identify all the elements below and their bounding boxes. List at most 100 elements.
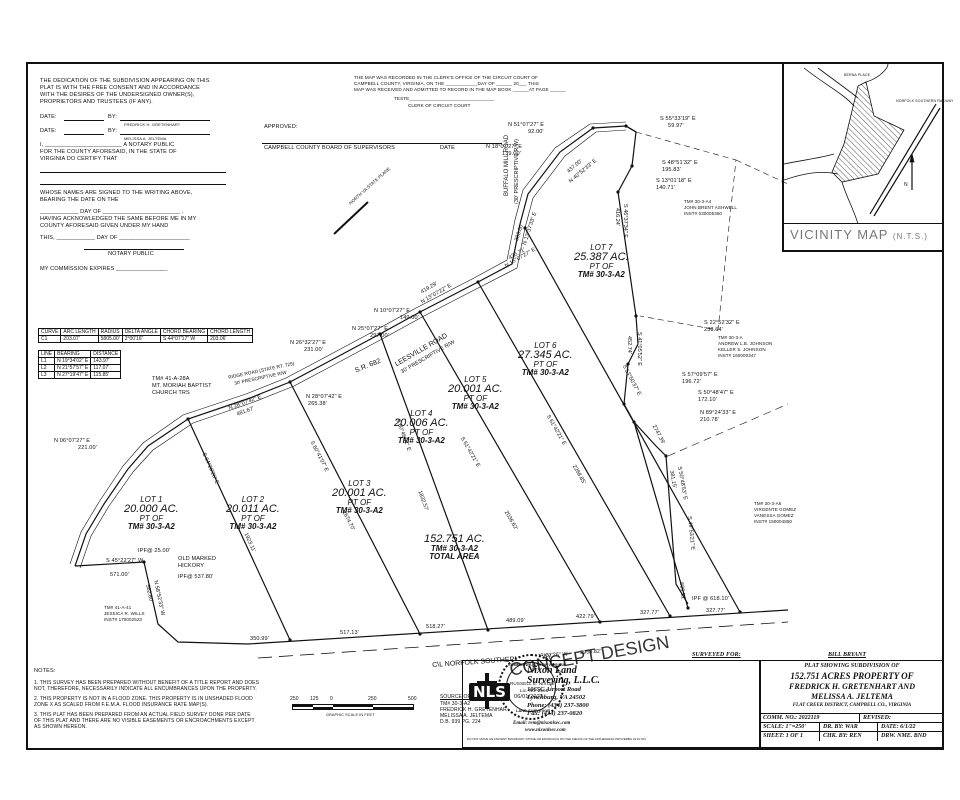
scale-tick: 0 [330,696,333,702]
vicinity-map-title: VICINITY MAP (N.T.S.) [784,223,944,246]
line-table: LINE BEARING DISTANCE L1 N 19°34'02" E 1… [37,350,122,379]
distance-label: 452.74' [626,336,632,354]
lot-1-label: LOT 1 20.000 AC. PT OF TM# 30-3-A2 [124,496,179,531]
total-tm: TM# 30-3-A2 [430,544,478,553]
note-line: OF THIS PLAT AND THERE ARE NO VISIBLE EA… [34,718,255,724]
title-grid-row: SHEET: 1 OF 1 CHK. BY: REN DRW. NME. BND [761,731,943,741]
cell: 203.07' [60,335,99,343]
company-fax: Fax: (434) 237-0820 [527,710,583,717]
bearing-label: N 26°32'27" E [290,340,327,346]
distance-label: 59.97' [668,123,684,129]
revised: REVISED: [859,714,891,723]
lot-pt: PT OF [589,262,614,271]
source-line: FREDRICK H. GRETENHART [440,707,510,713]
cell: L3 [37,371,56,379]
adjoiner-church: MT. MORIAH BAPTIST [152,383,212,389]
bearing-label: N 89°24'33" E [700,410,737,416]
total-label: TOTAL AREA [429,552,480,561]
seal-license: Lic. No. 2566 [520,688,549,693]
dedication-line: THE DEDICATION OF THE SUBDIVISION APPEAR… [40,78,210,84]
lot-5-label: LOT 5 20.001 AC. PT OF TM# 30-3-A2 [448,376,503,411]
lot-number: LOT 4 [410,409,433,418]
note-line: 3. THIS PLAT HAS BEEN PREPARED FROM AN A… [34,712,251,718]
buffalo-mill-road-label: BUFFALO MILL ROAD [504,134,510,196]
scale-tick: 250 [290,696,299,702]
segment-label: 350.99' [250,636,269,642]
title-block: PLAT SHOWING SUBDIVISION OF 152.751 ACRE… [760,660,944,748]
company-info-box: NLS Nixon Land Surveying, L.L.C. 1065C A… [462,660,760,748]
company-city: Lynchburg, VA 24502 [527,694,586,701]
adjoiner-gomez: INST# 150004850 [754,519,793,524]
date: DATE: 6/1/22 [877,723,916,732]
bearing-label: S 22°52'32" E [704,320,740,326]
signer-line-2 [40,184,226,185]
adjoiner-wills: JESSICA R. WILLS [104,611,145,616]
vicinity-nts: (N.T.S.) [892,232,928,241]
lot-2-label: LOT 2 20.011 AC. PT OF TM# 30-3-A2 [226,496,280,531]
adjoiner-johnson: TM# 30-3-A [718,335,743,340]
bearing-label: N 06°07'27" E [54,438,91,444]
bearing-label: N 28°07'42" E [306,394,343,400]
curve-table-header: CURVE ARC LENGTH RADIUS DELTA ANGLE CHOR… [37,328,254,336]
distance-label: 297.00' [370,333,389,339]
distance-label: 196.72' [682,379,701,385]
vicinity-map: N BERNA PLACE NORFOLK SOUTHERN RAILWAY V… [782,64,953,252]
company-name-1: Nixon Land [527,665,577,676]
company-website[interactable]: www.nixonlsec.com [525,728,566,733]
lot-pt: PT OF [139,514,164,523]
lot-number: LOT 7 [590,243,613,252]
bearing-label: N 10°07'27" E [374,308,411,314]
adjoiner-ashwell: INST# 030005360 [684,211,723,216]
scale-segment [373,707,413,709]
lot-tm: TM# 30-3-A2 [335,506,383,515]
company-phone: Phone: (434) 237-3800 [527,702,589,709]
bearing-label: S 55°33'19" E [660,116,696,122]
board-label: CAMPBELL COUNTY BOARD OF SUPERVISORS [264,145,395,151]
bearing-label: S 13°01'18" E [656,178,692,184]
adjoiner-johnson: KELLER S. JOHNSON [718,347,766,352]
date-line-1 [64,120,104,121]
comm-no: COMM. NO.: 2022119 [763,715,820,721]
notary-line: VIRGINIA DO CERTIFY THAT [40,156,118,162]
curve-table: CURVE ARC LENGTH RADIUS DELTA ANGLE CHOR… [37,328,254,343]
vicinity-title-text: VICINITY MAP [790,227,889,242]
recording-line: THE MAP WAS RECORDED IN THE CLERK'S OFFI… [354,75,538,80]
seal-ring-top: COMMONWEALTH OF VIRGINIA [508,663,566,667]
note-line: 1. THIS SURVEY HAS BEEN PREPARED WITHOUT… [34,680,260,686]
lot-tm: TM# 30-3-A2 [397,436,445,445]
seal-date: 06/01/2022 [514,694,543,700]
bearing-label: S 50°48'47" E [698,390,734,396]
scale-segment [293,705,313,707]
title-line-3: FREDRICK H. GRETENHART AND [789,682,915,691]
nls-logo: NLS [469,683,510,701]
segment-label: 518.27' [426,624,445,630]
cell: C1 [37,335,62,343]
surveyed-for-label: SURVEYED FOR: [692,652,741,658]
lot-number: LOT 6 [534,341,557,350]
approval-date-label: DATE [440,145,455,151]
drawn-by: DR. BY: WAR [819,723,858,732]
lot-number: LOT 5 [464,375,487,384]
adjoiner-gomez: TM# 30-3-A6 [754,501,782,506]
plat-drawing [69,121,789,659]
distance-label: 265.38' [308,401,327,407]
distance-label: 140.71' [656,185,675,191]
segment-label: 422.79' [576,614,595,620]
company-email[interactable]: Email: rem@nixonlsec.com [513,721,571,726]
distance-label: 139.00' [502,151,521,157]
scale-segment [313,707,333,709]
distance-label: 92.00' [528,129,544,135]
adjoiner-wills: INST# 170002523 [104,617,143,622]
ack-line: COUNTY AFORESAID GIVEN UNDER MY HAND [40,223,169,229]
total-area: 152.751 AC. [424,533,485,545]
adjoiner-gomez: VANESSA GOMEZ [754,513,794,518]
lot-area: 20.001 AC. [332,487,387,499]
hickory-label: OLD MARKED [178,556,216,562]
source-line: D.B. 939 PG. 224 [440,719,481,725]
scale-bar [292,704,414,710]
adjoiner-johnson: ANDREW L.B. JOHNSON [718,341,773,346]
lot-number: LOT 3 [348,479,371,488]
lot-3-label: LOT 3 20.001 AC. PT OF TM# 30-3-A2 [332,480,387,515]
source-line: TM# 30-3-A2 [440,701,471,707]
distance-label: 195.83' [662,167,681,173]
